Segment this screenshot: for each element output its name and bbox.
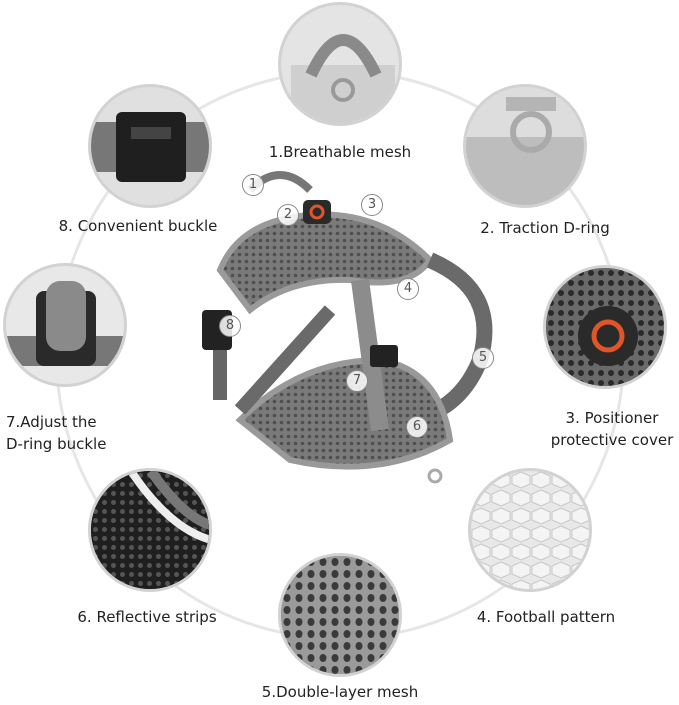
label-adjust-line2: D-ring buckle xyxy=(6,435,107,453)
marker-7: 7 xyxy=(346,370,368,392)
detail-traction-d-ring-image xyxy=(463,84,587,208)
label-adjust-d-ring: 7.Adjust the D-ring buckle xyxy=(6,411,106,455)
marker-3: 3 xyxy=(361,194,383,216)
detail-convenient-buckle-image xyxy=(88,84,212,208)
marker-2: 2 xyxy=(277,204,299,226)
label-adjust-line1: 7.Adjust the xyxy=(6,413,97,431)
label-convenient-buckle: 8. Convenient buckle xyxy=(58,217,218,235)
detail-football-pattern-image xyxy=(468,468,592,592)
harness-product-image xyxy=(202,171,493,484)
marker-6: 6 xyxy=(406,416,428,438)
detail-positioner-cover-image xyxy=(543,265,667,389)
label-traction-d-ring: 2. Traction D-ring xyxy=(480,219,610,237)
detail-double-layer-mesh-image xyxy=(278,553,402,677)
label-football-pattern: 4. Football pattern xyxy=(476,608,616,626)
label-positioner-line2: protective cover xyxy=(550,431,674,449)
detail-adjust-d-ring-image xyxy=(3,263,127,387)
label-positioner-cover: 3. Positioner protective cover xyxy=(551,407,674,451)
marker-1: 1 xyxy=(242,174,264,196)
detail-breathable-mesh-image xyxy=(278,2,402,126)
marker-5: 5 xyxy=(472,347,494,369)
label-double-layer-mesh: 5.Double-layer mesh xyxy=(261,683,419,701)
label-reflective-strips: 6. Reflective strips xyxy=(77,608,217,626)
label-positioner-line1: 3. Positioner xyxy=(565,409,659,427)
detail-reflective-strips-image xyxy=(88,468,212,592)
marker-4: 4 xyxy=(397,278,419,300)
label-breathable-mesh: 1.Breathable mesh xyxy=(268,143,412,161)
marker-8: 8 xyxy=(219,315,241,337)
